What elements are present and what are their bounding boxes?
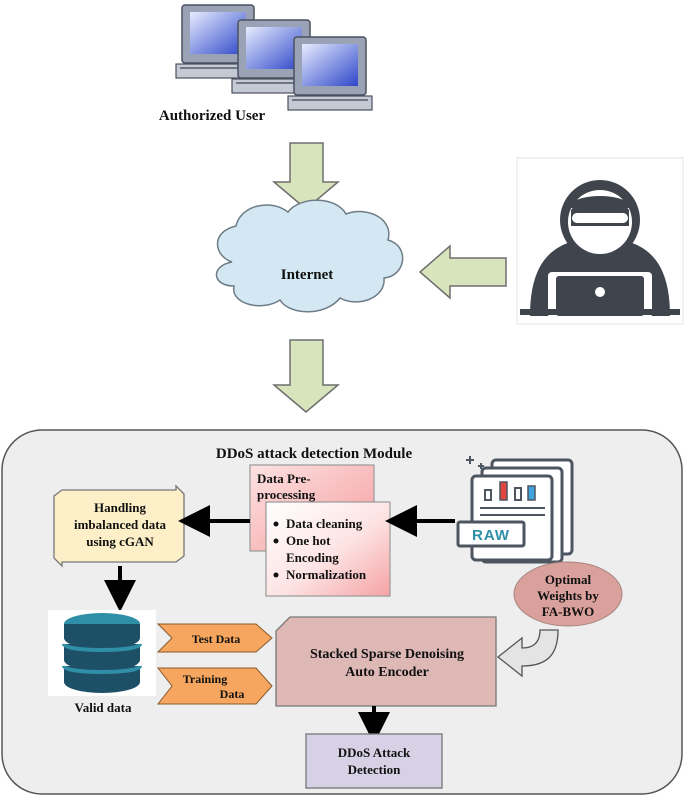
ssdae-label: Auto Encoder bbox=[345, 665, 429, 680]
valid-data-label: Valid data bbox=[75, 700, 132, 715]
computer-icon bbox=[287, 36, 373, 111]
imbalance-box bbox=[53, 484, 185, 568]
computers-icon bbox=[175, 4, 373, 111]
preprocess-card-front bbox=[265, 501, 391, 597]
computer-icon bbox=[231, 19, 317, 94]
training-data-label: Training bbox=[183, 672, 227, 686]
hacker-icon bbox=[516, 157, 684, 325]
training-data-label: Data bbox=[220, 687, 245, 701]
imbalance-label: using cGAN bbox=[86, 534, 154, 549]
detection-label: Detection bbox=[348, 762, 401, 777]
preprocess-item: One hot bbox=[286, 533, 331, 548]
training-data-arrow bbox=[156, 667, 273, 705]
cloud-icon bbox=[215, 199, 404, 313]
raw-label: RAW bbox=[472, 527, 510, 544]
test-data-arrow bbox=[156, 623, 273, 653]
preprocess-list: Data cleaning One hot Encoding Normaliza… bbox=[273, 516, 367, 582]
database-icon bbox=[48, 610, 156, 696]
ssdae-box bbox=[275, 616, 497, 707]
raw-data-icon bbox=[456, 456, 574, 564]
internet-label: Internet bbox=[281, 267, 334, 283]
detection-box bbox=[305, 733, 443, 789]
preprocess-item: Data cleaning bbox=[286, 516, 363, 531]
optimal-weights-label: Optimal bbox=[545, 572, 592, 587]
block-arrow-down bbox=[271, 339, 341, 413]
block-arrow-left bbox=[418, 244, 507, 300]
optimal-weights-ellipse bbox=[513, 561, 623, 627]
preprocess-title: Data Pre- bbox=[257, 471, 311, 486]
imbalance-label: Handling bbox=[94, 500, 147, 515]
optimal-weights-label: Weights by bbox=[537, 588, 599, 603]
test-data-label: Test Data bbox=[192, 632, 241, 646]
block-arrow-down bbox=[271, 142, 341, 210]
preprocess-title: processing bbox=[257, 487, 316, 502]
preprocess-item: Encoding bbox=[286, 550, 339, 565]
ssdae-label: Stacked Sparse Denoising bbox=[310, 647, 464, 662]
authorized-user-label: Authorized User bbox=[159, 108, 266, 124]
imbalance-label: imbalanced data bbox=[74, 517, 167, 532]
detection-label: DDoS Attack bbox=[338, 745, 411, 760]
preprocess-item: Normalization bbox=[286, 567, 367, 582]
computer-icon bbox=[175, 4, 261, 79]
optimal-weights-label: FA-BWO bbox=[542, 604, 594, 619]
curved-arrow-optimal-to-ssdae bbox=[496, 629, 559, 678]
module-title: DDoS attack detection Module bbox=[216, 446, 413, 462]
